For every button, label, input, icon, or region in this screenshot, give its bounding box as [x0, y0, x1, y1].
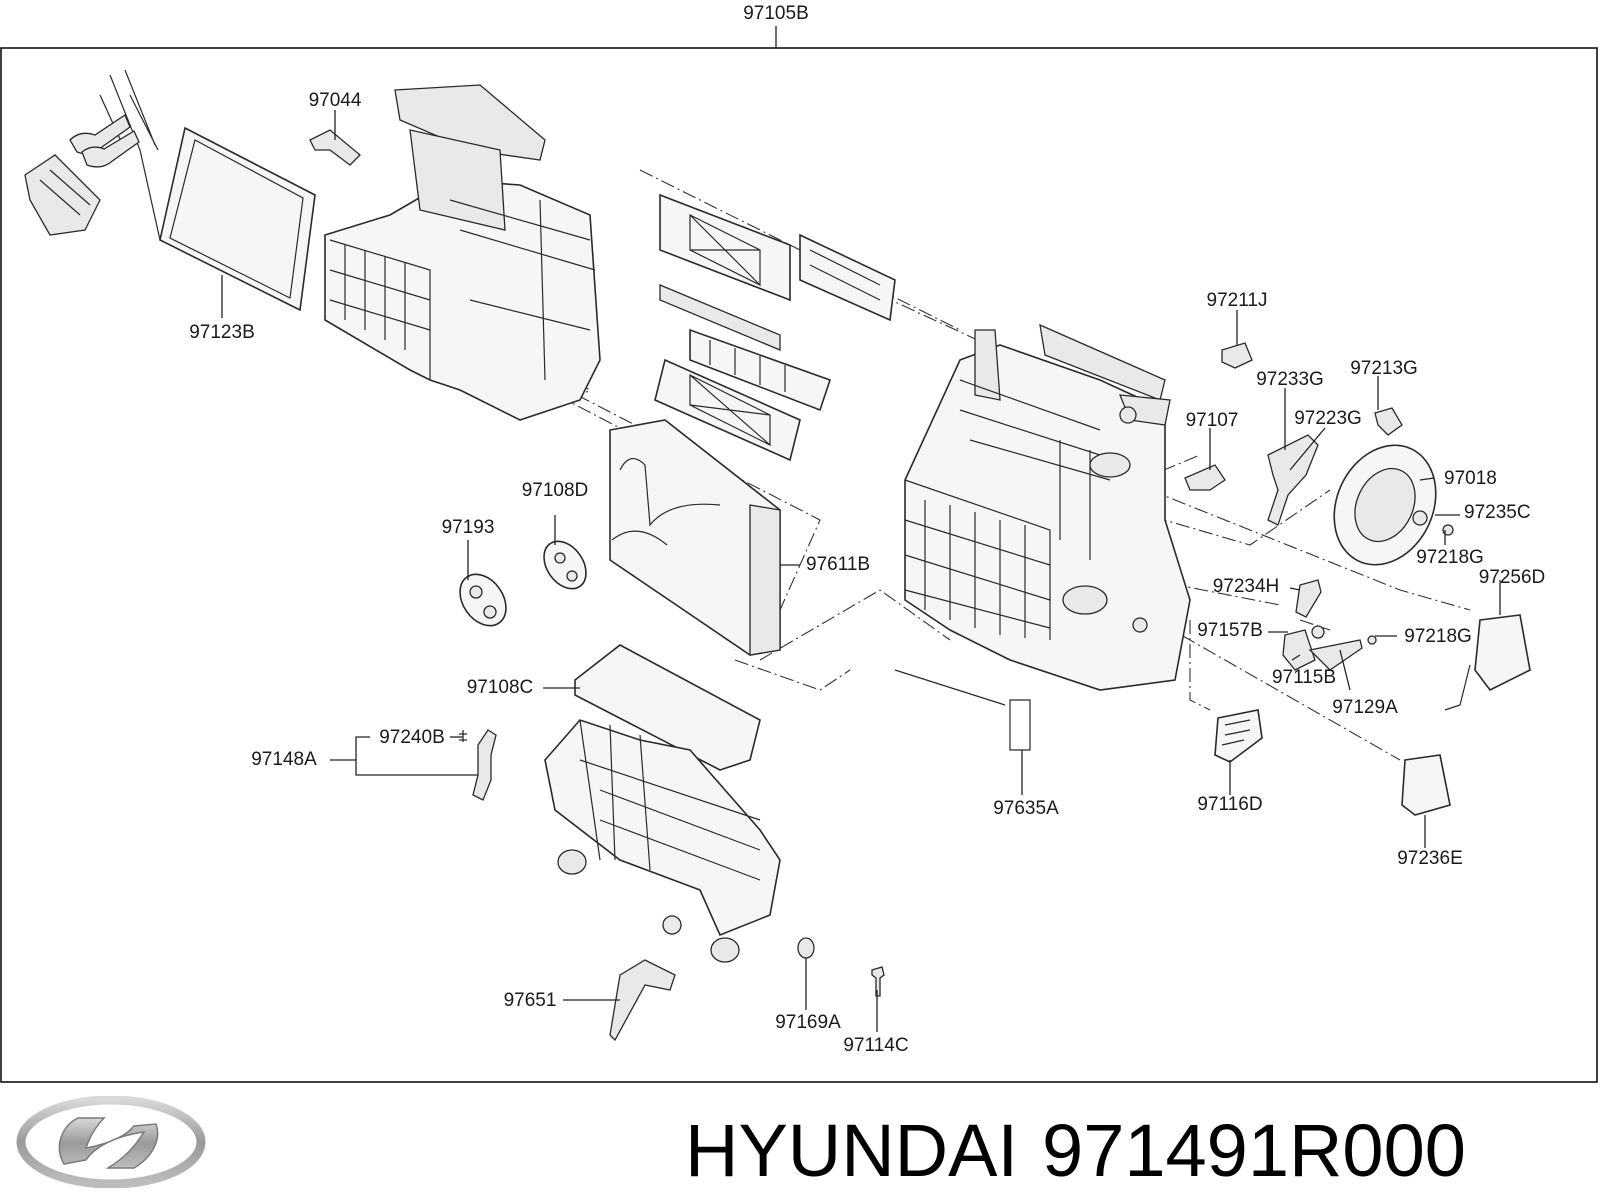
brand-name: HYUNDAI — [685, 1109, 1019, 1192]
callout-97611B: 97611B — [806, 554, 870, 575]
callout-97233G: 97233G — [1256, 369, 1324, 390]
callout-97223G: 97223G — [1294, 408, 1362, 429]
callout-97129A: 97129A — [1332, 697, 1398, 718]
callout-97044: 97044 — [309, 90, 362, 111]
assembly-label: 97105B — [743, 3, 809, 24]
callout-97108C: 97108C — [467, 677, 534, 698]
callout-97169A: 97169A — [775, 1012, 841, 1033]
hvac-main-case — [904, 323, 1191, 691]
callout-97235C: 97235C — [1464, 502, 1531, 523]
callout-97213G: 97213G — [1350, 358, 1418, 379]
callout-97123B: 97123B — [189, 322, 255, 343]
bracket-left — [24, 154, 101, 236]
small-parts-right — [459, 342, 1531, 1042]
callout-97218G-lower: 97218G — [1404, 626, 1472, 647]
hyundai-logo-icon — [16, 1096, 206, 1188]
callout-97114C: 97114C — [843, 1035, 908, 1056]
callout-97115B: 97115B — [1272, 667, 1336, 688]
heater-core — [69, 69, 316, 312]
doors-center — [654, 193, 896, 462]
callout-97635A: 97635A — [993, 798, 1059, 819]
leader-lines — [221, 110, 1501, 1032]
callout-97240B: 97240B — [379, 727, 445, 748]
brand-part-number: HYUNDAI 971491R000 — [685, 1108, 1585, 1193]
callout-97107: 97107 — [1186, 410, 1239, 431]
callout-97218G-upper: 97218G — [1416, 547, 1484, 568]
callout-labels: 97105B 97044 97123B 97211J 97233G 97213G… — [189, 3, 1545, 1056]
callout-97211J: 97211J — [1207, 290, 1268, 311]
hvac-upper-case — [324, 84, 601, 421]
callout-97234H: 97234H — [1213, 576, 1280, 597]
callout-97193: 97193 — [442, 517, 495, 538]
seals — [459, 540, 587, 627]
hvac-lower-case — [544, 644, 781, 963]
callout-97236E: 97236E — [1397, 848, 1463, 869]
callout-97651: 97651 — [504, 990, 557, 1011]
callout-97108D: 97108D — [522, 480, 589, 501]
callout-97116D: 97116D — [1197, 794, 1262, 815]
part-number: 971491R000 — [1042, 1109, 1466, 1192]
callout-97018: 97018 — [1444, 468, 1497, 489]
callout-97157B: 97157B — [1197, 620, 1263, 641]
callout-97256D: 97256D — [1479, 567, 1546, 588]
clip-97044 — [309, 129, 361, 166]
callout-97148A: 97148A — [251, 749, 317, 770]
diagram-frame — [0, 47, 1598, 1083]
evaporator-core — [609, 419, 781, 656]
